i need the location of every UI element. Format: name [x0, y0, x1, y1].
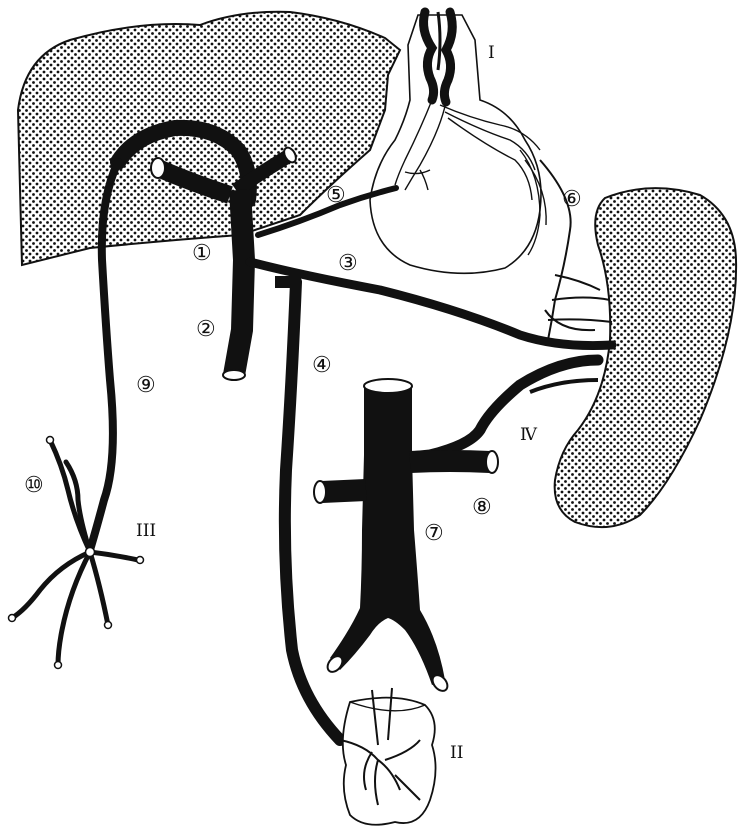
label-9: ⑨	[136, 373, 156, 398]
label-III: III	[136, 521, 156, 541]
label-IV: Ⅳ	[520, 425, 538, 445]
inferior-vena-cava	[314, 379, 498, 694]
label-3: ③	[338, 251, 358, 276]
label-5: ⑤	[326, 183, 346, 208]
label-10: ⑩	[24, 473, 44, 498]
label-1: ①	[192, 241, 212, 266]
label-2: ②	[196, 317, 216, 342]
label-II: II	[450, 743, 463, 763]
label-4: ④	[312, 353, 332, 378]
rectum	[340, 688, 436, 825]
label-7: ⑦	[424, 521, 444, 546]
caput-ends	[9, 437, 144, 669]
splenic-vein	[250, 262, 612, 346]
label-I: I	[488, 43, 495, 63]
label-6: ⑥	[562, 187, 582, 212]
label-8: ⑧	[472, 495, 492, 520]
